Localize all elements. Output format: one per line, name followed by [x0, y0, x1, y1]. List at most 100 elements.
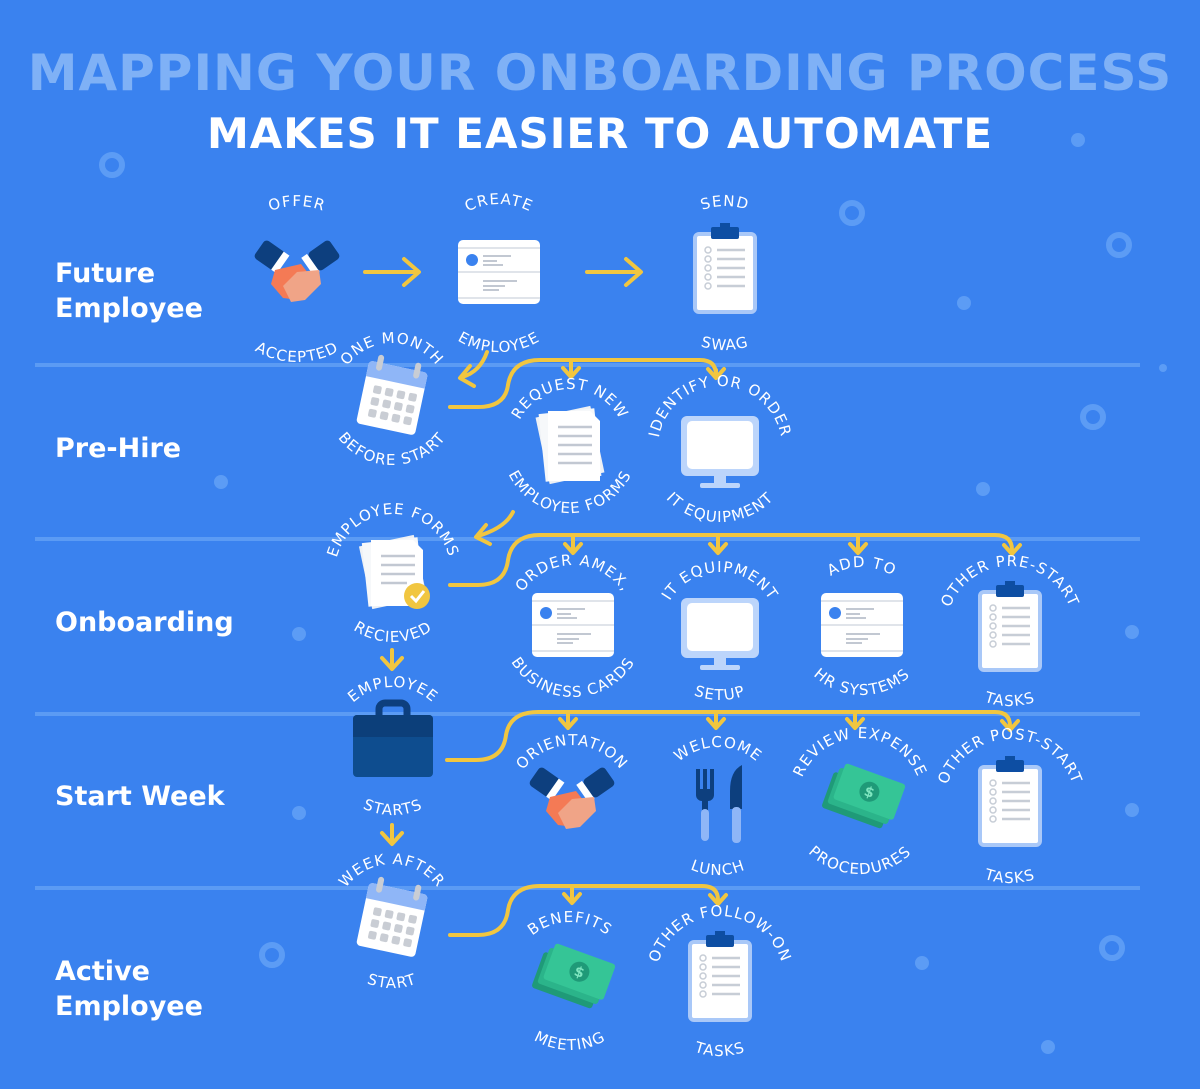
- clipboard-icon: [688, 931, 752, 1022]
- step-label-bottom-text: TASKS: [692, 1038, 746, 1060]
- decorative-dot: [1125, 803, 1139, 817]
- step-lunch: WELCOME LUNCH: [671, 733, 766, 879]
- decorative-dot: [1159, 364, 1167, 372]
- row-label: Employee: [55, 991, 203, 1022]
- row-label: Start Week: [55, 781, 226, 812]
- step-label-bottom-text: EMPLOYEE: [455, 328, 541, 356]
- step-label-bottom-text: RECIEVED: [351, 617, 434, 646]
- step-label-top: OFFER: [266, 192, 328, 215]
- step-label-bottom-text: PROCEDURES: [805, 842, 913, 878]
- step-label-bottom: LUNCH: [689, 856, 748, 879]
- decorative-dot: [915, 956, 929, 970]
- row-label: Onboarding: [55, 607, 234, 638]
- step-weekafter: WEEK AFTER START: [335, 850, 449, 992]
- step-label-top-text: BENEFITS: [524, 908, 614, 939]
- arrow-right: [585, 257, 643, 287]
- calendar-icon: [356, 876, 428, 957]
- step-label-top: ORDER AMEX,: [511, 551, 634, 595]
- step-label-bottom: STARTS: [361, 795, 425, 819]
- id-card-icon: [821, 593, 903, 657]
- title-line-1: MAPPING YOUR ONBOARDING PROCESS: [28, 44, 1173, 102]
- decorative-ring: [99, 152, 125, 178]
- step-label-top-text: ORDER AMEX,: [511, 551, 633, 595]
- flow-arrows: [363, 257, 1022, 937]
- step-label-bottom: HR SYSTEMS: [810, 665, 913, 700]
- handshake-icon: [254, 240, 340, 302]
- decorative-dot: [957, 296, 971, 310]
- monitor-icon: [681, 416, 759, 488]
- step-label-top-text: SEND: [698, 192, 750, 214]
- step-label-bottom: SWAG: [699, 333, 750, 355]
- step-label-bottom-text: ACCEPTED: [253, 338, 341, 366]
- step-label-bottom: ACCEPTED: [253, 338, 342, 366]
- step-setup: IT EQUIPMENT SETUP: [658, 558, 782, 704]
- step-label-top-text: WEEK AFTER: [335, 850, 448, 891]
- decorative-ring: [1106, 232, 1132, 258]
- step-label-top: IT EQUIPMENT: [658, 558, 782, 603]
- money-icon: $: [822, 763, 906, 829]
- step-label-bottom: START: [365, 970, 418, 992]
- decorative-dot: [214, 475, 228, 489]
- decorative-dot: [1125, 625, 1139, 639]
- step-label-bottom-text: SETUP: [692, 682, 746, 704]
- step-label-bottom-text: SWAG: [699, 333, 749, 355]
- briefcase-icon: [353, 699, 433, 777]
- clipboard-icon: [693, 223, 757, 314]
- step-label-bottom-text: START: [365, 970, 417, 992]
- step-label-bottom-text: LUNCH: [689, 856, 747, 879]
- step-label-top: ADD TO: [824, 553, 900, 580]
- arrow-curved: [458, 350, 489, 388]
- step-create: CREATE EMPLOYEE: [455, 190, 541, 356]
- monitor-icon: [681, 598, 759, 670]
- decorative-dot: [292, 806, 306, 820]
- step-label-bottom-text: BEFORE START: [335, 429, 448, 470]
- arrow-down: [380, 648, 404, 671]
- row-label: Employee: [55, 293, 203, 324]
- row-label: Active: [55, 956, 150, 987]
- step-label-bottom: BUSINESS CARDS: [508, 654, 639, 701]
- branch-line: [448, 884, 720, 937]
- step-label-top-text: CREATE: [462, 190, 535, 215]
- step-label-bottom-text: MEETING: [532, 1027, 608, 1054]
- arrow-right: [363, 257, 421, 287]
- step-label-bottom: TASKS: [692, 1038, 747, 1060]
- step-label-bottom-text: BUSINESS CARDS: [508, 654, 638, 701]
- decorative-circles: [99, 133, 1167, 1054]
- decorative-dot: [976, 482, 990, 496]
- decorative-ring: [259, 942, 285, 968]
- step-label-top-text: ORIENTATION: [512, 731, 630, 773]
- step-label-bottom: BEFORE START: [335, 429, 450, 470]
- id-card-icon: [458, 240, 540, 304]
- step-label-bottom: RECIEVED: [351, 617, 435, 646]
- step-label-bottom-text: HR SYSTEMS: [810, 665, 912, 700]
- step-label-bottom: SETUP: [692, 682, 747, 704]
- arrow-down: [563, 533, 1022, 556]
- step-label-top: CREATE: [462, 190, 536, 215]
- calendar-icon: [356, 354, 428, 435]
- decorative-dot: [292, 627, 306, 641]
- step-swag: SEND SWAG: [693, 192, 757, 355]
- step-label-top: ORIENTATION: [512, 731, 631, 773]
- step-label-bottom: TASKS: [982, 688, 1037, 710]
- step-label-bottom: PROCEDURES: [805, 842, 915, 878]
- arrow-down: [380, 823, 404, 846]
- branch-line: [448, 358, 718, 409]
- step-label-top: WEEK AFTER: [335, 850, 449, 891]
- step-label-bottom-text: TASKS: [982, 688, 1036, 710]
- step-label-top: WELCOME: [671, 733, 766, 765]
- clipboard-icon: [978, 756, 1042, 847]
- arrow-down: [561, 358, 726, 380]
- step-label-top: SEND: [698, 192, 751, 214]
- process-steps: OFFER ACCEPTED CREATE EMPLOYEE SEND SWAG ONE M…: [253, 190, 1085, 1060]
- step-label-bottom: IT EQUIPMENT: [663, 488, 777, 526]
